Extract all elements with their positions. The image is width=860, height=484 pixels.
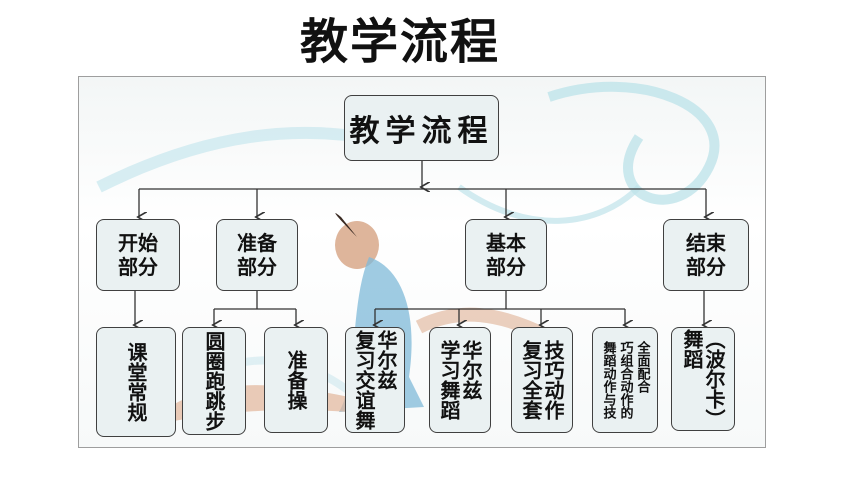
child-label: 华尔兹 复习交谊舞 [352, 330, 398, 430]
child-label: 技巧动作 复习全套 [519, 340, 565, 420]
child-node: 华尔兹 学习舞蹈 [429, 327, 491, 433]
child-label: 华尔兹 学习舞蹈 [437, 340, 483, 420]
section-node-start: 开始 部分 [96, 219, 180, 291]
page-title: 教学流程 [299, 14, 500, 70]
section-node-main: 基本 部分 [465, 219, 547, 291]
section-label: 基本 部分 [486, 231, 526, 279]
root-node: 教学流程 [344, 95, 499, 161]
section-label: 结束 部分 [686, 231, 726, 279]
child-label: （波尔卡） 舞蹈 [680, 329, 726, 429]
child-node: 华尔兹 复习交谊舞 [345, 327, 405, 433]
child-label: 圆圈跑跳步 [202, 331, 226, 431]
child-node: 全面配合 巧组合动作的 舞蹈动作与技 [592, 327, 658, 433]
section-label: 准备 部分 [237, 231, 277, 279]
child-label: 准备操 [284, 350, 308, 410]
section-label: 开始 部分 [118, 231, 158, 279]
child-label: 全面配合 巧组合动作的 舞蹈动作与技 [600, 341, 650, 419]
child-label: 课堂常规 [124, 342, 148, 422]
child-node: （波尔卡） 舞蹈 [671, 327, 735, 431]
root-node-label: 教学流程 [349, 114, 494, 149]
section-node-end: 结束 部分 [663, 219, 749, 291]
child-node: 课堂常规 [96, 327, 176, 437]
child-node: 准备操 [264, 327, 328, 433]
child-node: 技巧动作 复习全套 [511, 327, 573, 433]
child-node: 圆圈跑跳步 [182, 327, 246, 435]
flowchart-panel: 教学流程 开始 部分 准备 部分 基本 部分 结束 部分 课堂常规 圆圈跑跳步 … [78, 76, 766, 448]
section-node-prepare: 准备 部分 [216, 219, 298, 291]
